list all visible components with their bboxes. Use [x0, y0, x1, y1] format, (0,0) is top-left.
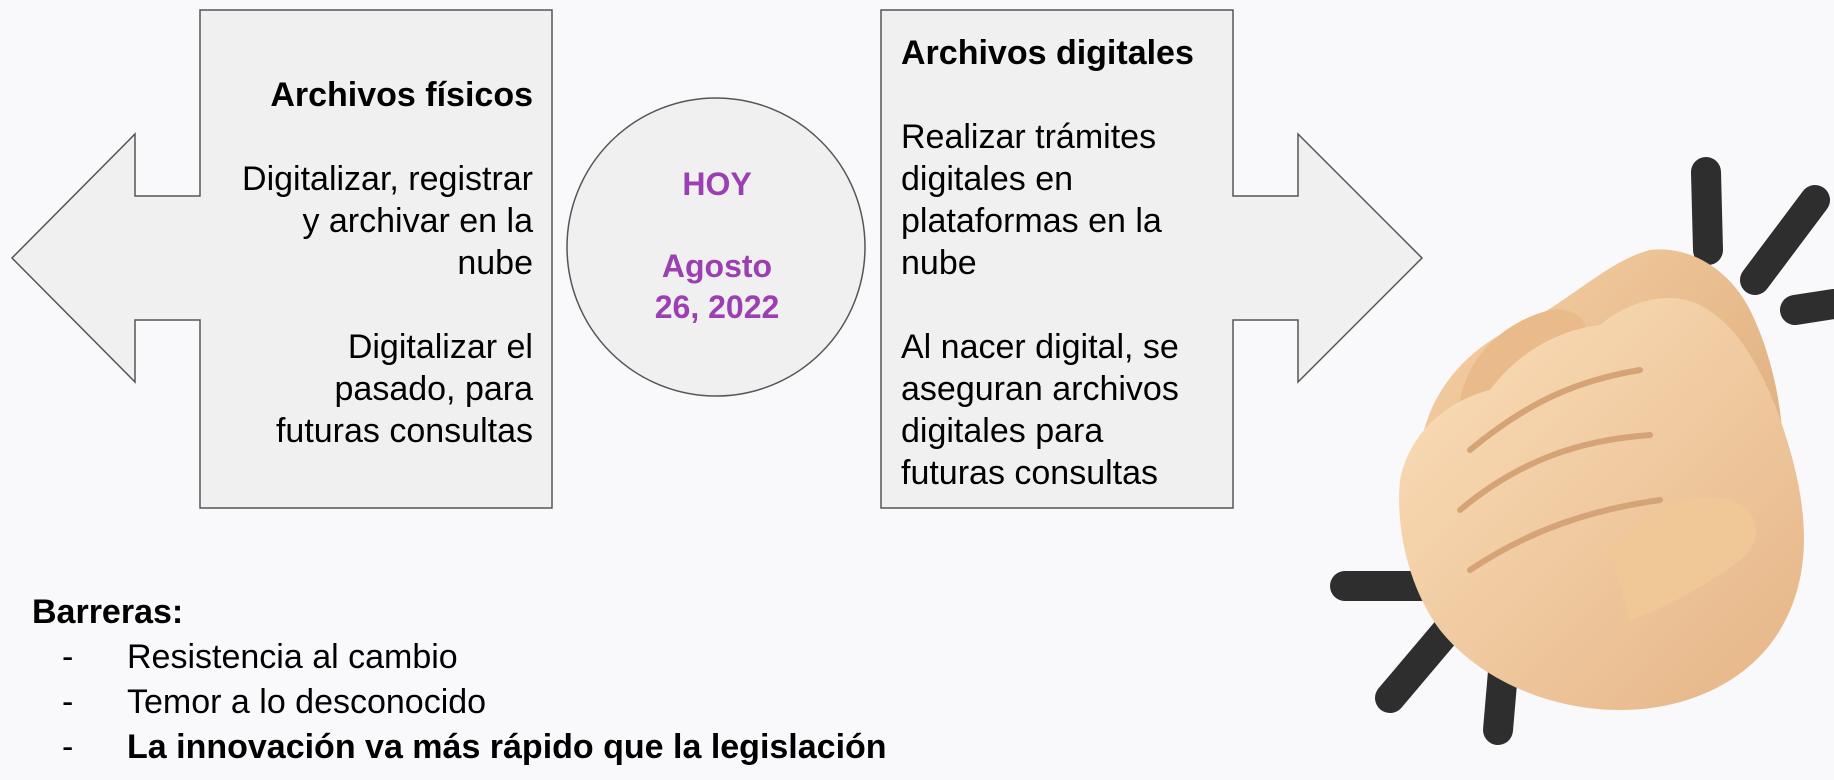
right-box-text: Archivos digitales Realizar trámites dig…: [901, 32, 1231, 494]
left-box-text: Archivos físicos Digitalizar, registrar …: [200, 74, 533, 452]
list-dash: -: [62, 638, 74, 676]
center-circle-shape: [566, 97, 866, 397]
barriers-title: Barreras:: [32, 593, 184, 631]
list-item: - La innovación va más rápido que la leg…: [32, 725, 887, 770]
clapping-hands-icon: [1330, 157, 1834, 745]
right-arrow-callout-shape: [880, 9, 1424, 509]
left-box-paragraph-2: Digitalizar el pasado, para futuras cons…: [275, 328, 533, 450]
list-item: - Resistencia al cambio: [32, 635, 887, 680]
right-box-heading: Archivos digitales: [901, 34, 1194, 72]
list-item: - Temor a lo desconocido: [32, 680, 887, 725]
left-box-paragraph-1: Digitalizar, registrar y archivar en la …: [242, 160, 533, 282]
left-box-heading: Archivos físicos: [270, 76, 533, 114]
center-label: HOY: [682, 166, 752, 202]
center-circle-text: HOY Agosto 26, 2022: [568, 164, 866, 328]
list-item-text: Temor a lo desconocido: [127, 683, 487, 721]
list-dash: -: [62, 728, 74, 766]
barriers-list: - Resistencia al cambio - Temor a lo des…: [32, 635, 887, 770]
list-item-text: La innovación va más rápido que la legis…: [127, 728, 887, 766]
right-box-paragraph-1: Realizar trámites digitales en plataform…: [901, 118, 1162, 282]
list-item-text: Resistencia al cambio: [127, 638, 458, 676]
barriers-section: Barreras: - Resistencia al cambio - Temo…: [32, 590, 887, 770]
right-box-paragraph-2: Al nacer digital, se aseguran archivos d…: [901, 328, 1179, 492]
list-dash: -: [62, 683, 74, 721]
left-arrow-callout-shape: [10, 9, 553, 509]
center-date: Agosto 26, 2022: [654, 248, 780, 325]
